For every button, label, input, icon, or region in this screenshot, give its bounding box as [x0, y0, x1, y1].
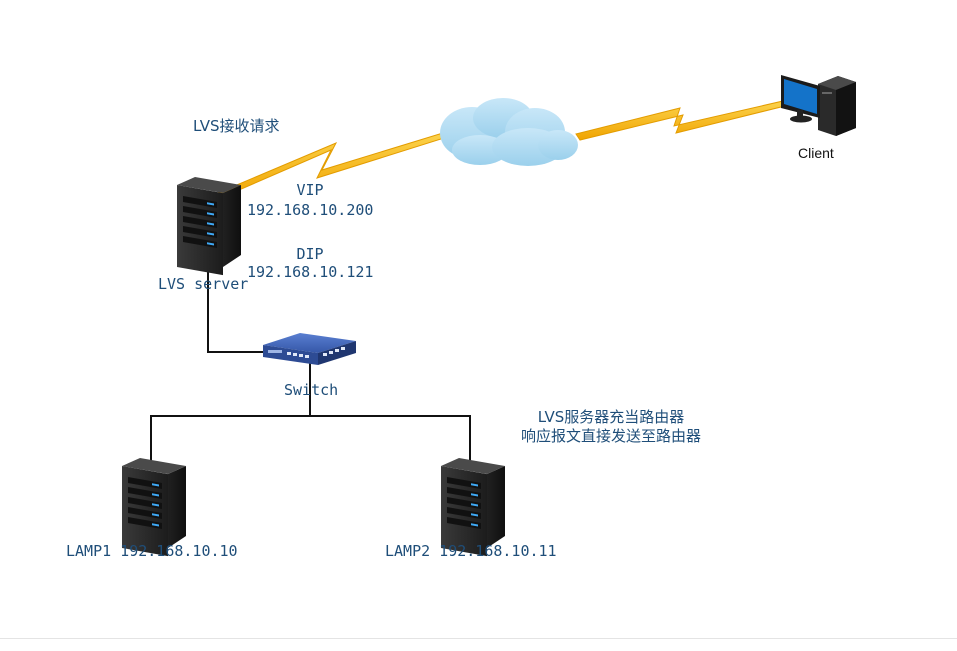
- desktop-computer-icon: [781, 75, 856, 136]
- switch-label: Switch: [284, 381, 339, 399]
- client-label: Client: [798, 145, 834, 161]
- dip-title-label: DIP: [296, 245, 324, 263]
- lightning-bolt-left: [212, 131, 448, 201]
- internet-cloud-icon: [440, 98, 578, 166]
- vip-title-label: VIP: [296, 181, 324, 199]
- dip-address-label: 192.168.10.121: [247, 263, 374, 281]
- bottom-divider: [0, 638, 957, 639]
- router-note-line2: 响应报文直接发送至路由器: [520, 427, 702, 445]
- lamp2-label: LAMP2 192.168.10.11: [385, 542, 557, 560]
- router-note-line1: LVS服务器充当路由器: [537, 408, 685, 426]
- connection-wires: [150, 262, 471, 466]
- lightning-bolt-right: [575, 100, 786, 141]
- lamp1-label: LAMP1 192.168.10.10: [66, 542, 238, 560]
- network-switch-icon: [263, 333, 356, 365]
- lvs-server-icon: [177, 177, 241, 276]
- lvs-server-label: LVS server: [158, 275, 249, 293]
- vip-address-label: 192.168.10.200: [247, 201, 374, 219]
- lan-bus-wire: [150, 415, 471, 466]
- lvs-to-switch-wire: [207, 262, 268, 353]
- lvs-receive-request-label: LVS接收请求: [193, 117, 280, 135]
